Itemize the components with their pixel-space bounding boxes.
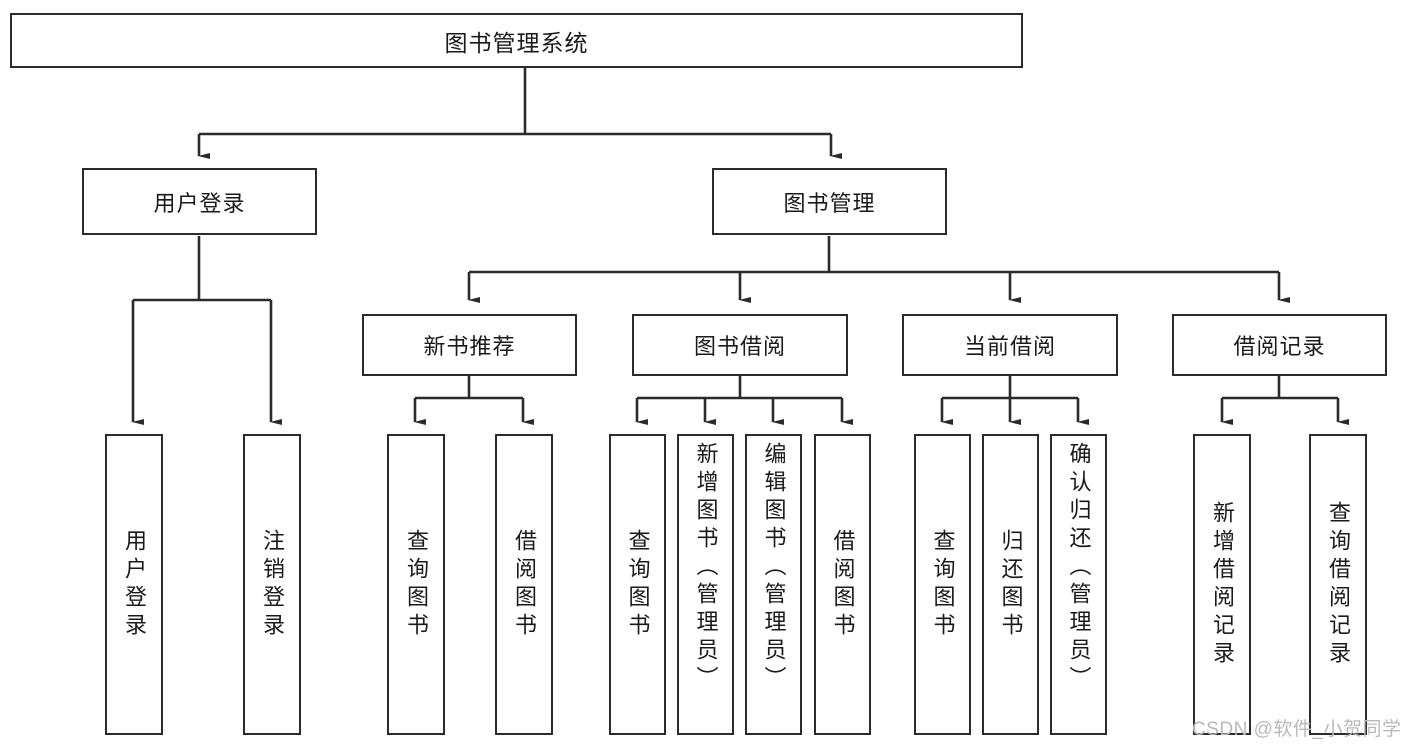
leaf-user-login-label: 用户登录 [122,528,147,641]
leaf-edit-book-label: 编辑图书（管理员） [761,442,787,694]
node-borrow-record-label: 借阅记录 [1233,334,1326,359]
leaf-borrow-book-1-label: 借阅图书 [512,528,537,641]
leaf-query-book-3[interactable]: 查询图书 [914,434,971,735]
node-current-borrow[interactable]: 当前借阅 [902,314,1118,376]
node-current-borrow-label: 当前借阅 [963,334,1056,359]
leaf-query-book-2[interactable]: 查询图书 [609,434,666,735]
leaf-edit-book[interactable]: 编辑图书（管理员） [745,434,802,735]
leaf-query-record-label: 查询借阅记录 [1326,500,1351,669]
leaf-query-book-1[interactable]: 查询图书 [387,434,445,735]
leaf-user-login[interactable]: 用户登录 [105,434,163,735]
leaf-query-record[interactable]: 查询借阅记录 [1309,434,1367,735]
node-book-manage[interactable]: 图书管理 [712,168,947,235]
leaf-add-record-label: 新增借阅记录 [1210,500,1235,669]
node-user-login[interactable]: 用户登录 [82,168,317,235]
node-borrow-record[interactable]: 借阅记录 [1172,314,1387,376]
node-book-borrow[interactable]: 图书借阅 [632,314,848,376]
node-book-manage-label: 图书管理 [783,190,876,216]
node-root[interactable]: 图书管理系统 [10,13,1023,68]
node-new-book-recommend-label: 新书推荐 [423,334,516,359]
leaf-confirm-return-label: 确认归还（管理员） [1066,442,1092,694]
leaf-confirm-return[interactable]: 确认归还（管理员） [1050,434,1107,735]
leaf-borrow-book-2[interactable]: 借阅图书 [814,434,871,735]
leaf-add-record[interactable]: 新增借阅记录 [1193,434,1251,735]
node-user-login-label: 用户登录 [153,190,246,216]
node-root-label: 图书管理系统 [444,29,589,56]
node-new-book-recommend[interactable]: 新书推荐 [362,314,577,376]
leaf-borrow-book-2-label: 借阅图书 [830,528,856,641]
leaf-query-book-2-label: 查询图书 [625,528,651,641]
leaf-add-book-label: 新增图书（管理员） [693,442,719,694]
leaf-borrow-book-1[interactable]: 借阅图书 [495,434,553,735]
node-book-borrow-label: 图书借阅 [693,334,786,359]
csdn-watermark: CSDN @软件_小贺同学 [1192,719,1402,740]
leaf-user-logout-label: 注销登录 [260,528,285,641]
leaf-query-book-1-label: 查询图书 [404,528,429,641]
leaf-return-book[interactable]: 归还图书 [982,434,1039,735]
leaf-return-book-label: 归还图书 [998,528,1024,641]
leaf-add-book[interactable]: 新增图书（管理员） [677,434,734,735]
leaf-user-logout[interactable]: 注销登录 [243,434,301,735]
leaf-query-book-3-label: 查询图书 [930,528,956,641]
